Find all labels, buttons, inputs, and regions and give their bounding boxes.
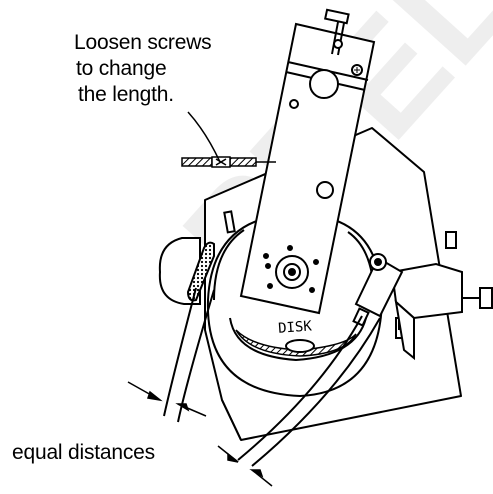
screws-callout-line-3: the length. [78,83,174,106]
distance-marker-left [127,381,207,417]
length-adjust-bar [181,156,276,168]
left-housing [158,210,236,305]
disk-label: DISK [278,318,313,336]
distance-marker-right [217,445,273,487]
carriage [239,22,376,315]
left-spring [163,287,215,423]
right-lever [237,253,404,467]
screws-callout-line-1: Loosen screws [74,31,212,54]
screws-callout-line-2: to change [76,57,167,80]
top-screw-knob [324,8,350,56]
equal-distances-label: equal distances [12,441,155,464]
right-bracket [390,231,493,361]
screws-leader-line [187,111,221,163]
